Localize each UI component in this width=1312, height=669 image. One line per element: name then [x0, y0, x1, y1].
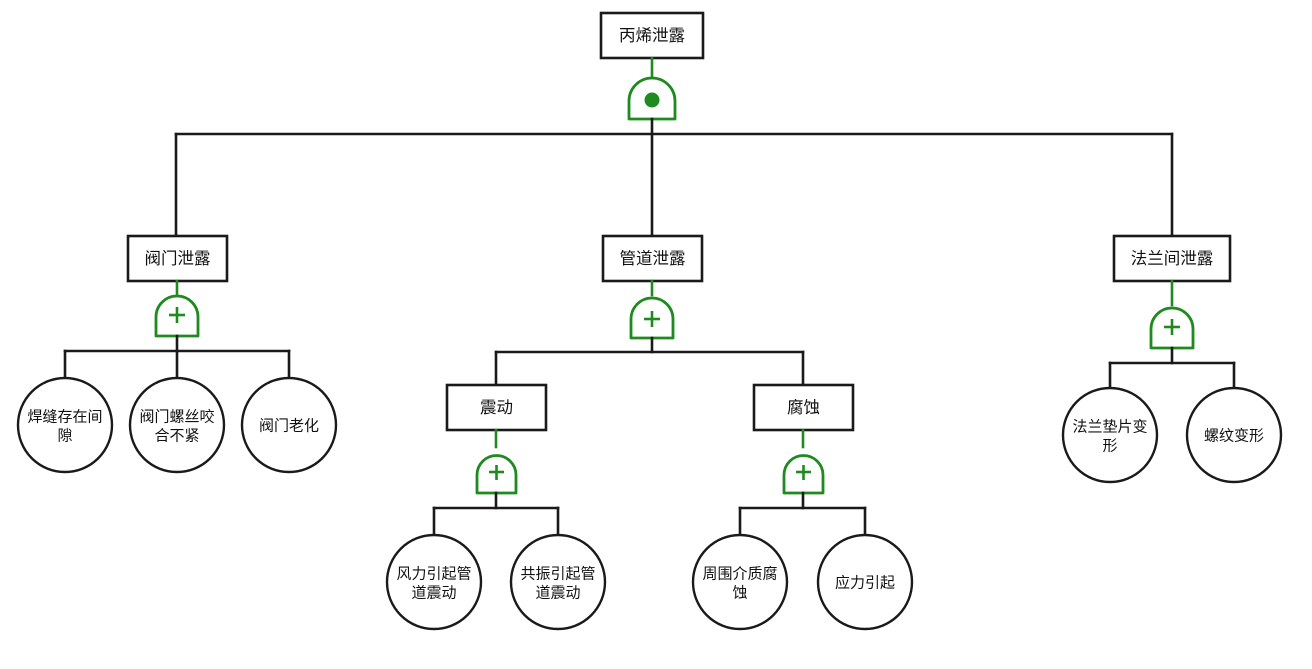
leaf-valve-aging-label-line1: 阀门老化	[259, 417, 319, 435]
leaf-valve-screw-circle[interactable]	[128, 376, 226, 474]
leaf-weld-gap-label-line1: 焊缝存在间	[27, 408, 102, 426]
or-gate-plus-icon-vibration	[489, 465, 504, 480]
gate-flange[interactable]	[1149, 306, 1195, 350]
leaf-wind-vibration-label-line1: 风力引起管	[396, 565, 471, 583]
leaf-resonance-vibration-circle[interactable]	[509, 533, 607, 631]
node-pipe-leak-box[interactable]	[601, 234, 704, 283]
leaf-medium-corrosion-label-line1: 周围介质腐	[702, 565, 777, 583]
leaf-gasket-deform[interactable]: 法兰垫片变 形	[1061, 386, 1159, 484]
leaf-wind-vibration-label-line2: 道震动	[411, 584, 456, 602]
node-flange-leak-box[interactable]	[1112, 234, 1232, 283]
or-gate-plus-icon-flange	[1164, 319, 1180, 335]
node-vibration-label: 震动	[480, 398, 513, 417]
leaf-resonance-vibration-label-line1: 共振引起管	[520, 565, 595, 583]
node-pipe-leak-label: 管道泄露	[620, 249, 687, 268]
leaf-resonance-vibration-label-line2: 道震动	[535, 584, 580, 602]
node-vibration[interactable]: 震动	[445, 383, 548, 432]
leaf-stress-induced-circle[interactable]	[816, 533, 914, 631]
gate-top[interactable]	[627, 76, 677, 121]
leaf-wind-vibration-circle[interactable]	[385, 533, 483, 631]
leaf-weld-gap-circle[interactable]	[16, 376, 114, 474]
gate-valve[interactable]	[154, 294, 200, 338]
leaf-stress-induced[interactable]: 应力引起	[816, 533, 914, 631]
leaf-medium-corrosion[interactable]: 周围介质腐 蚀	[691, 533, 789, 631]
node-flange-leak[interactable]: 法兰间泄露	[1112, 234, 1232, 283]
leaf-stress-induced-label-line1: 应力引起	[835, 574, 895, 592]
node-top-label: 丙烯泄露	[619, 26, 686, 45]
or-gate-plus-icon-corrosion	[796, 465, 811, 480]
leaf-thread-deform-circle[interactable]	[1185, 386, 1283, 484]
node-corrosion-box[interactable]	[752, 383, 855, 432]
leaf-resonance-vibration[interactable]: 共振引起管 道震动	[509, 533, 607, 631]
gate-corrosion[interactable]	[782, 454, 825, 495]
leaf-gasket-deform-label-line1: 法兰垫片变	[1072, 418, 1147, 436]
leaf-valve-aging-circle[interactable]	[240, 376, 338, 474]
or-gate-plus-icon-pipe	[644, 311, 660, 327]
leaf-valve-screw[interactable]: 阀门螺丝咬 合不紧	[128, 376, 226, 474]
leaf-gasket-deform-label-line2: 形	[1102, 437, 1117, 455]
leaf-medium-corrosion-circle[interactable]	[691, 533, 789, 631]
node-top[interactable]: 丙烯泄露	[599, 11, 705, 60]
leaf-valve-screw-label-line2: 合不紧	[154, 427, 199, 445]
node-valve-leak[interactable]: 阀门泄露	[126, 234, 229, 283]
gate-vibration[interactable]	[475, 454, 518, 495]
or-gate-plus-icon-valve	[169, 307, 185, 323]
node-pipe-leak[interactable]: 管道泄露	[601, 234, 704, 283]
node-corrosion-label: 腐蚀	[787, 398, 820, 417]
leaf-thread-deform[interactable]: 螺纹变形	[1185, 386, 1283, 484]
leaf-gasket-deform-circle[interactable]	[1061, 386, 1159, 484]
leaf-thread-deform-label-line1: 螺纹变形	[1204, 427, 1264, 445]
leaf-valve-aging[interactable]: 阀门老化	[240, 376, 338, 474]
leaf-weld-gap-label-line2: 隙	[57, 427, 72, 445]
node-vibration-box[interactable]	[445, 383, 548, 432]
leaf-wind-vibration[interactable]: 风力引起管 道震动	[385, 533, 483, 631]
node-flange-leak-label: 法兰间泄露	[1131, 249, 1214, 268]
leaf-valve-screw-label-line1: 阀门螺丝咬	[139, 408, 214, 426]
node-valve-leak-label: 阀门泄露	[145, 249, 212, 268]
node-corrosion[interactable]: 腐蚀	[752, 383, 855, 432]
gate-pipe[interactable]	[629, 296, 675, 340]
leaf-weld-gap[interactable]: 焊缝存在间 隙	[16, 376, 114, 474]
node-valve-leak-box[interactable]	[126, 234, 229, 283]
leaf-medium-corrosion-label-line2: 蚀	[732, 584, 747, 602]
and-gate-dot-icon	[644, 92, 660, 108]
